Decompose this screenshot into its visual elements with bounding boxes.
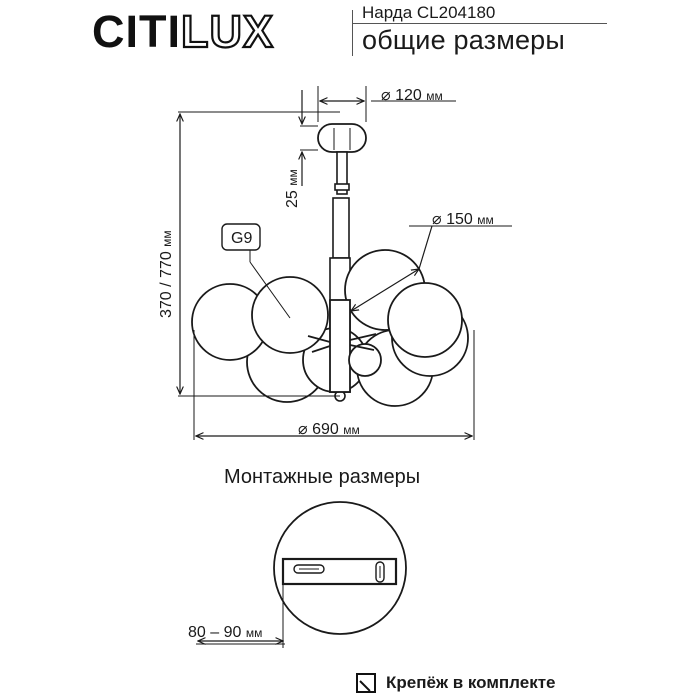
mount-distance-value: 80 – 90 мм — [188, 624, 262, 641]
brand-logo: CITILUX — [92, 5, 274, 58]
fastener-icon — [356, 673, 376, 693]
fastener-note: Крепёж в комплекте — [356, 673, 556, 693]
dimension-arrows — [180, 90, 472, 641]
model-name: Нарда CL204180 — [362, 3, 496, 22]
header-divider-horizontal — [352, 23, 607, 24]
canopy — [317, 123, 367, 153]
overall-height-label: 370 / 770 мм — [158, 230, 175, 318]
logo-part-2: LUX — [180, 5, 274, 58]
mounting-title: Монтажные размеры — [224, 466, 421, 488]
lamp-type-callout: G9 — [221, 223, 261, 251]
overall-diameter-label: ⌀ 690 мм — [298, 421, 360, 438]
fastener-note-text: Крепёж в комплекте — [386, 673, 556, 692]
page-subtitle: общие размеры — [362, 25, 566, 55]
logo-part-1: CITI — [92, 6, 181, 57]
header-divider-vertical — [352, 10, 353, 56]
mounting-plate — [273, 501, 407, 648]
top-diameter-label: ⌀ 120 мм — [381, 87, 443, 104]
canopy-height-label: 25 мм — [284, 169, 301, 208]
shade-diameter-label: ⌀ 150 мм — [432, 211, 494, 228]
lamp-type-label: G9 — [231, 230, 252, 247]
